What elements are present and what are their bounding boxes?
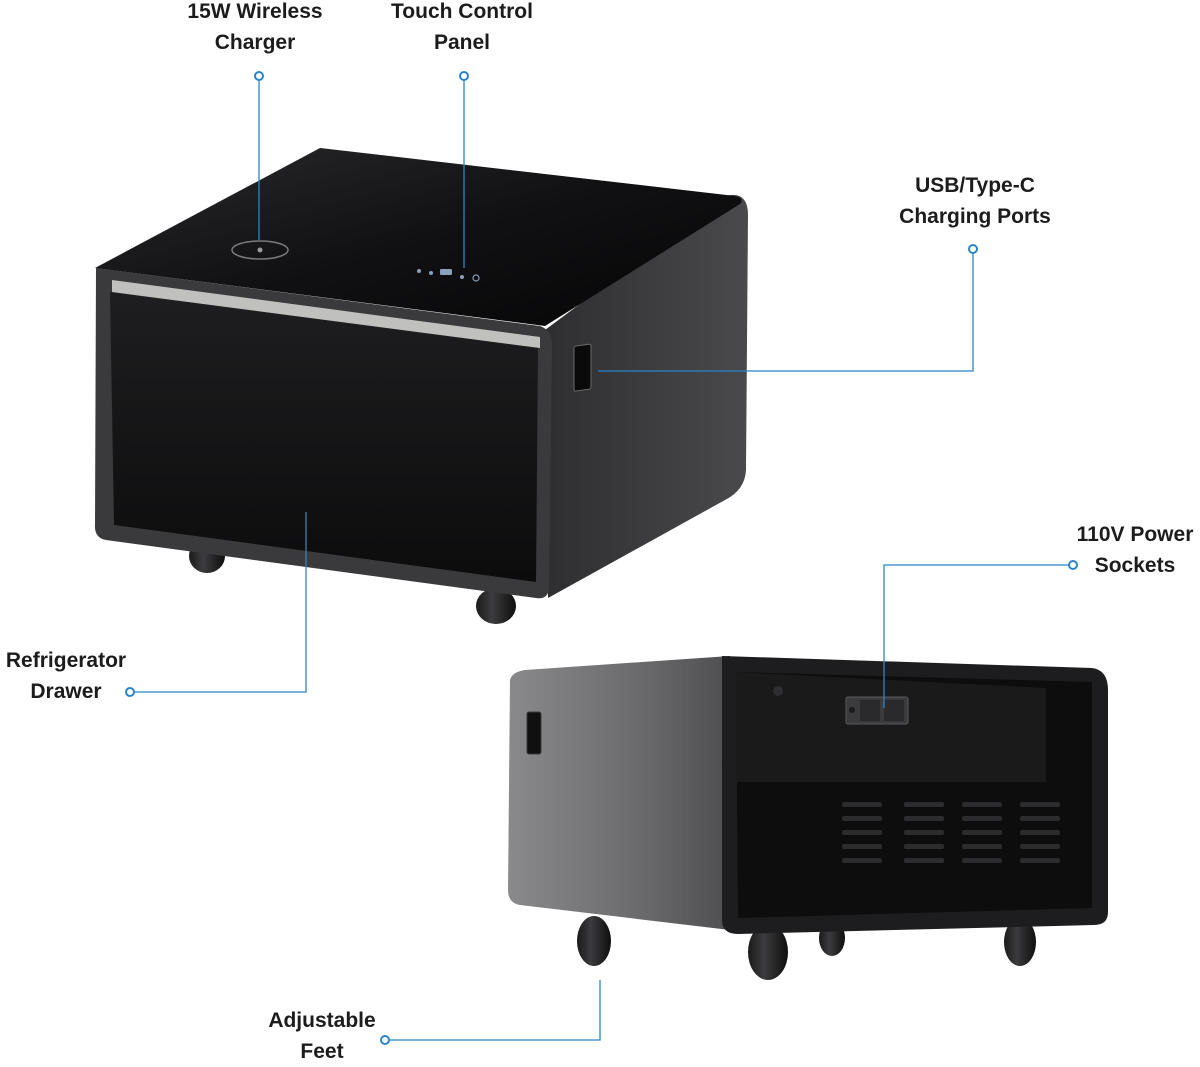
label-feet-line1: Adjustable bbox=[268, 1009, 376, 1032]
power-socket-1 bbox=[860, 700, 880, 721]
drawer-front bbox=[110, 292, 538, 582]
front-right-foot bbox=[476, 588, 516, 624]
callout-line-drawer bbox=[130, 512, 307, 693]
rear-foot-4 bbox=[1004, 918, 1036, 966]
callout-line-feet bbox=[385, 980, 601, 1041]
compartment-back-wall bbox=[736, 672, 1046, 782]
wireless-charger-pad bbox=[231, 240, 289, 260]
label-touch-panel-line1: Touch Control bbox=[391, 0, 533, 23]
label-touch-panel-line2: Panel bbox=[433, 31, 491, 54]
label-usb-ports: USB/Type-C Charging Ports bbox=[885, 170, 1065, 232]
label-power-sockets-line2: Sockets bbox=[1094, 554, 1176, 577]
label-wireless-charger: 15W Wireless Charger bbox=[175, 0, 335, 58]
label-touch-panel: Touch Control Panel bbox=[372, 0, 552, 58]
front-unit-side bbox=[545, 194, 748, 598]
control-knob bbox=[773, 686, 783, 696]
rear-foot-2 bbox=[748, 924, 788, 980]
label-power-sockets: 110V Power Sockets bbox=[1060, 519, 1200, 581]
callout-dot-wireless-charger bbox=[254, 71, 264, 81]
label-drawer: Refrigerator Drawer bbox=[0, 645, 136, 707]
label-usb-ports-line1: USB/Type-C bbox=[915, 174, 1035, 197]
label-drawer-line2: Drawer bbox=[30, 680, 102, 703]
front-unit bbox=[94, 148, 748, 624]
usb-port bbox=[573, 343, 592, 392]
label-wireless-charger-line1: 15W Wireless bbox=[187, 0, 323, 23]
touch-panel-buttons bbox=[417, 269, 480, 282]
label-drawer-line1: Refrigerator bbox=[5, 649, 127, 672]
callout-dot-drawer bbox=[125, 687, 135, 697]
callout-dot-feet bbox=[380, 1035, 390, 1045]
label-usb-ports-line2: Charging Ports bbox=[899, 205, 1051, 228]
rear-foot-1 bbox=[577, 916, 611, 966]
label-feet: Adjustable Feet bbox=[252, 1005, 392, 1067]
callout-dot-usb-ports bbox=[968, 244, 978, 254]
label-wireless-charger-line2: Charger bbox=[214, 31, 296, 54]
front-unit-top bbox=[95, 148, 742, 326]
led-strip bbox=[112, 280, 540, 348]
power-switch bbox=[849, 707, 855, 713]
callout-dot-touch-panel bbox=[459, 71, 469, 81]
label-feet-line2: Feet bbox=[300, 1040, 344, 1063]
rear-unit bbox=[508, 656, 1108, 980]
callout-line-usb-ports bbox=[598, 249, 974, 372]
label-power-sockets-line1: 110V Power bbox=[1076, 523, 1194, 546]
rear-unit-side bbox=[508, 656, 730, 930]
side-usb-port bbox=[526, 711, 542, 755]
power-socket-2 bbox=[884, 700, 904, 721]
callout-dot-power-sockets bbox=[1068, 560, 1078, 570]
vent-grille bbox=[842, 802, 1060, 863]
callout-line-power-sockets bbox=[883, 564, 1073, 708]
wireless-charger-icon bbox=[257, 247, 263, 253]
